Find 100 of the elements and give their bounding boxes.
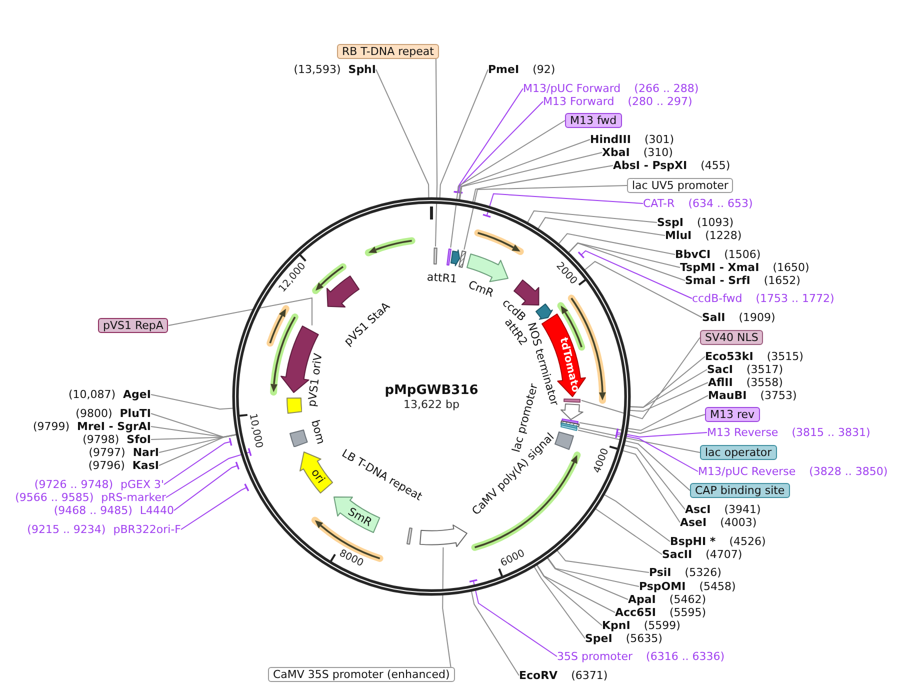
leader-line: [442, 546, 452, 668]
leader-line: [376, 69, 430, 198]
leader-line: [158, 434, 237, 466]
repeat-region-bar: [432, 246, 438, 265]
feature-label: ori: [308, 466, 327, 486]
leader-line: [578, 414, 706, 434]
enzyme-site-label: AseI (4003): [680, 516, 757, 529]
enzyme-site-label: EcoRV (6371): [519, 669, 608, 682]
enzyme-site-label: PsiI (5326): [649, 566, 722, 579]
primer-site-label: M13/pUC Reverse (3828 .. 3850): [698, 465, 888, 478]
leader-line: [536, 564, 616, 613]
primer-site-label: M13 Forward (280 .. 297): [543, 95, 692, 108]
leader-line: [624, 444, 686, 510]
primer-site-label: (9566 .. 9585) pRS-marker: [15, 491, 166, 504]
enzyme-site-label: (9800) PluTI: [76, 407, 151, 420]
feature-label-tag: M13 fwd: [565, 113, 622, 128]
enzyme-site-label: BspHI * (4526): [670, 535, 766, 548]
leader-line: [568, 242, 686, 281]
primer-site-label: M13/pUC Forward (266 .. 288): [523, 82, 699, 95]
tick-label: 6000: [498, 548, 527, 570]
leader-line: [458, 139, 590, 200]
leader-line: [546, 558, 628, 600]
enzyme-site-label: (13,593) SphI: [294, 63, 376, 76]
primer-site-label: (9468 .. 9485) L4440: [54, 504, 174, 517]
leader-line: [180, 483, 250, 530]
feature-label-tag: lac operator: [700, 445, 777, 460]
enzyme-site-label: SalI (1909): [702, 311, 776, 324]
enzyme-site-label: XbaI (310): [602, 146, 673, 159]
enzyme-site-label: PmeI (92): [488, 63, 556, 76]
leader-line: [578, 427, 700, 453]
binding-site-bar: [560, 424, 578, 432]
feature-label: pVS1 oriV: [305, 352, 325, 408]
leader-line: [568, 242, 680, 268]
feature-label-tag: CAP binding site: [690, 483, 790, 498]
enzyme-site-label: SacI (3517): [707, 363, 784, 376]
primer-site-label: CAT-R (634 .. 653): [643, 197, 753, 210]
tick-label: 4000: [592, 446, 612, 475]
leader-line: [468, 579, 558, 657]
leader-line: [578, 250, 692, 299]
plasmid-length: 13,622 bp: [404, 398, 460, 412]
plasmid-name: pMpGWB316: [384, 383, 478, 398]
feature-label-tag: CaMV 35S promoter (enhanced): [268, 667, 455, 682]
feature-label-tag: M13 rev: [705, 407, 760, 422]
leader-line: [622, 450, 680, 523]
leader-line: [174, 461, 240, 511]
feature-label-tag: lac UV5 promoter: [627, 178, 734, 193]
leader-line: [556, 550, 650, 573]
primer-site-label: ccdB-fwd (1753 .. 1772): [692, 292, 834, 305]
leader-line: [166, 447, 252, 498]
enzyme-site-label: SmaI - SrfI (1652): [685, 274, 800, 287]
leader-line: [630, 369, 708, 408]
enzyme-site-label: SpeI (5635): [585, 632, 662, 645]
enzyme-site-label: BbvCI (1506): [675, 248, 761, 261]
feature-label: bom: [308, 418, 328, 446]
enzyme-site-label: (9799) MreI - SgrAI: [32, 420, 151, 433]
feature-label-tag: pVS1 RepA: [98, 318, 168, 333]
primer-site-label: (9726 .. 9748) pGEX 3': [34, 478, 164, 491]
leader-line: [164, 437, 232, 485]
feature-label: attR1: [426, 270, 458, 286]
leader-line: [630, 382, 708, 412]
leader-line: [584, 260, 702, 318]
leader-line: [577, 430, 690, 491]
primer-site-label: 35S promoter (6316 .. 6336): [557, 650, 725, 663]
feature-label-tag: SV40 NLS: [700, 330, 764, 345]
promoter-bar: [458, 250, 466, 268]
leader-line: [527, 210, 658, 223]
leader-line: [580, 337, 700, 420]
leader-line: [536, 564, 602, 626]
leader-line: [547, 557, 640, 587]
enzyme-site-label: AbsI - PspXI (455): [613, 159, 730, 172]
leader-line: [558, 233, 676, 255]
leader-line: [434, 58, 438, 248]
leader-line: [471, 590, 520, 676]
enzyme-site-label: TspMI - XmaI (1650): [680, 261, 810, 274]
leader-line: [459, 152, 602, 200]
leader-line: [452, 88, 524, 194]
promoter-feature: [418, 524, 468, 548]
enzyme-site-label: MauBI (3753): [708, 389, 797, 402]
leader-line: [472, 165, 614, 202]
leader-line: [482, 193, 644, 218]
leader-line: [150, 394, 234, 410]
leader-line: [604, 494, 670, 542]
leader-line: [464, 185, 628, 250]
tick-label: 8000: [336, 548, 365, 571]
enzyme-site-label: ApaI (5462): [628, 593, 706, 606]
enzyme-site-label: KpnI (5599): [602, 619, 680, 632]
leader-line: [454, 101, 544, 194]
primer-site-label: (9215 .. 9234) pBR322ori-F: [27, 523, 181, 536]
feature-label: CmR: [466, 278, 496, 300]
enzyme-site-label: SacII (4707): [662, 548, 742, 561]
feature-label-tag: RB T-DNA repeat: [337, 44, 439, 59]
leader-line: [439, 69, 488, 198]
enzyme-site-label: Acc65I (5595): [615, 606, 706, 619]
primer-site-label: M13 Reverse (3815 .. 3831): [707, 426, 870, 439]
leader-line: [538, 217, 666, 236]
leader-line: [450, 120, 566, 248]
enzyme-site-label: HindIII (301): [590, 133, 674, 146]
enzyme-site-label: (9796) KasI: [88, 459, 159, 472]
leader-line: [595, 508, 662, 555]
primer-binding-bar: [446, 248, 452, 266]
